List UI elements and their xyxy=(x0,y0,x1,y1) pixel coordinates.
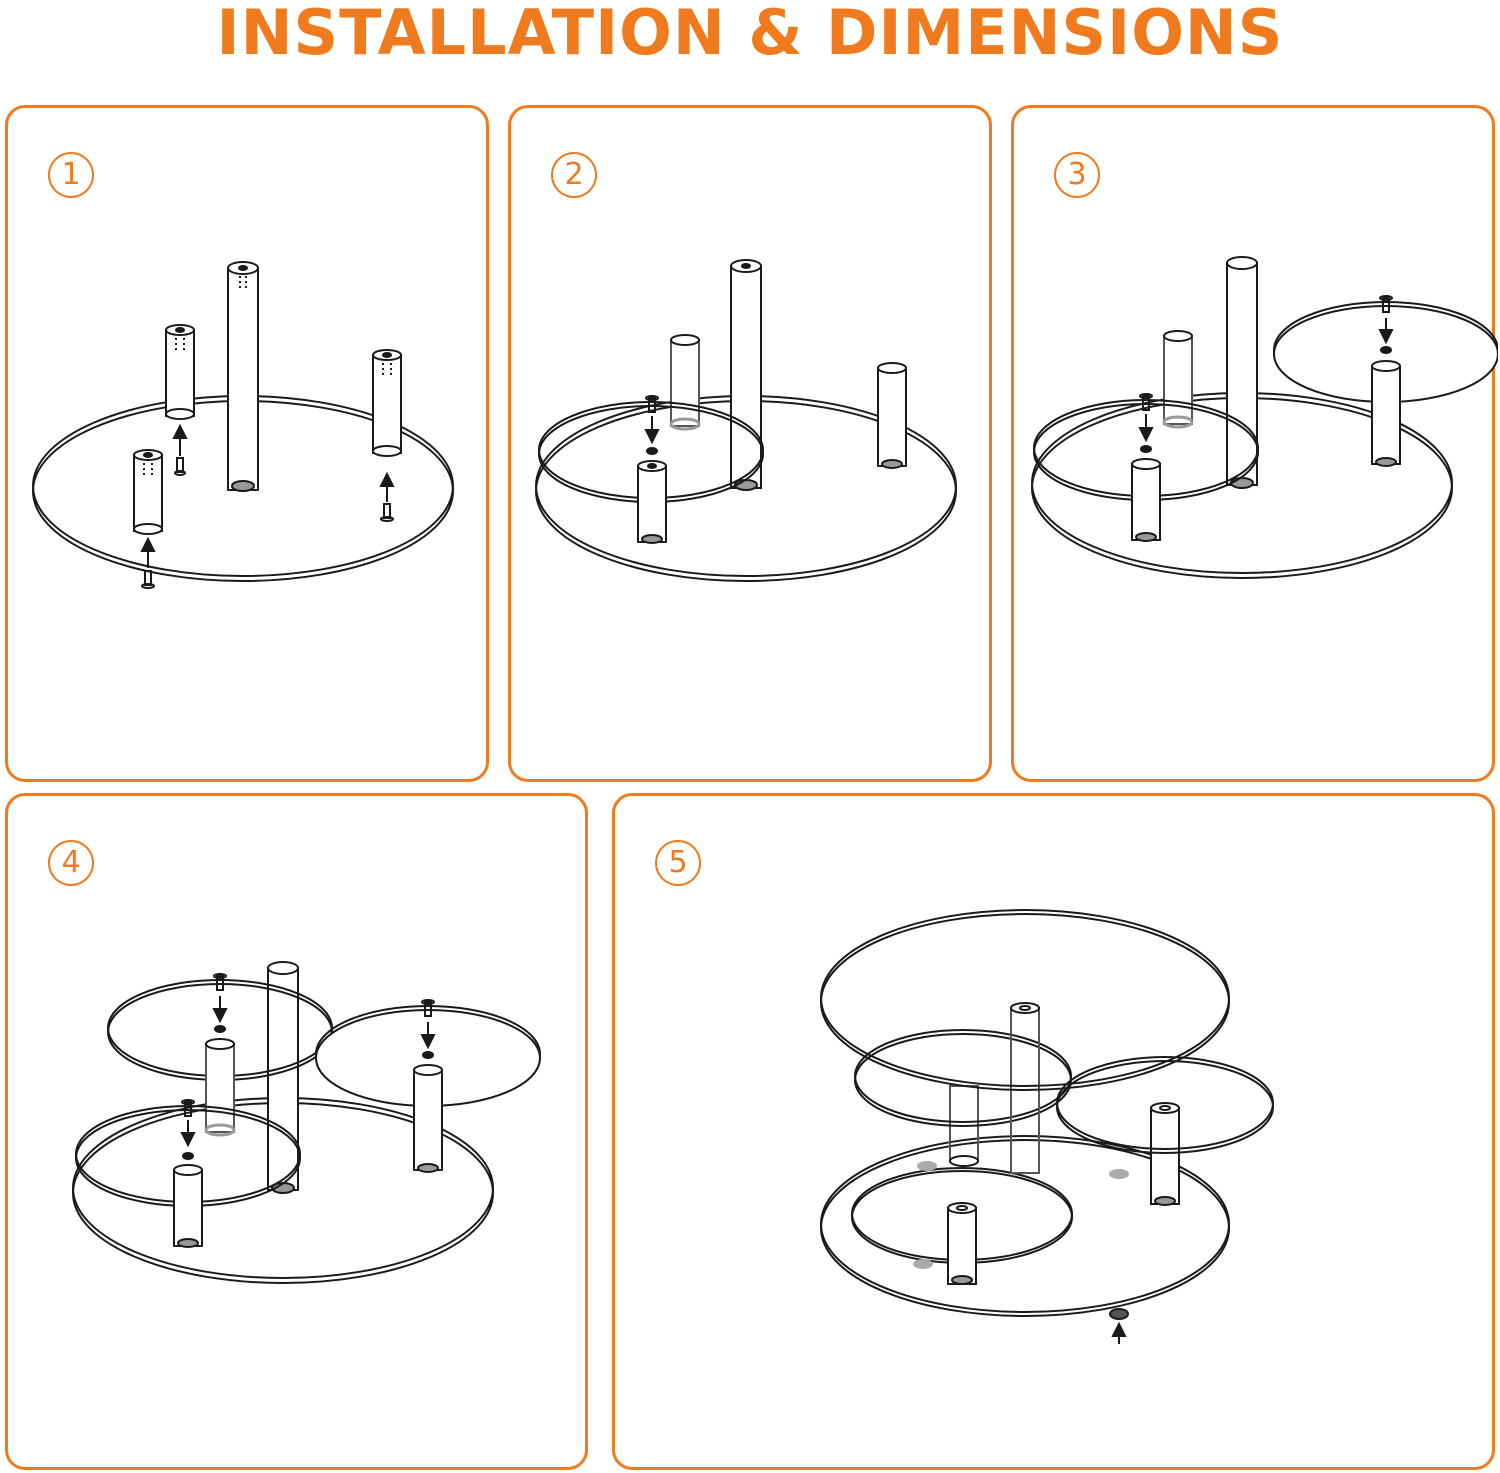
step-3-assembly-illustration-icon xyxy=(1031,256,1498,579)
step-5-badge: 5 xyxy=(655,840,701,886)
step-4-assembly-illustration-icon xyxy=(72,961,541,1284)
step-1-panel: 1 xyxy=(5,105,489,782)
step-3-badge: 3 xyxy=(1054,152,1100,198)
step-5-panel: 5 xyxy=(612,793,1495,1470)
step-1-badge: 1 xyxy=(48,152,94,198)
step-4-badge: 4 xyxy=(48,840,94,886)
step-5-assembly-illustration-icon xyxy=(820,909,1274,1344)
page-title: INSTALLATION & DIMENSIONS xyxy=(216,0,1284,69)
step-3-panel: 3 xyxy=(1011,105,1498,782)
step-2-badge: 2 xyxy=(551,152,597,198)
step-4-panel: 4 xyxy=(5,793,588,1470)
step-1-assembly-illustration-icon xyxy=(32,261,454,589)
step-2-panel: 2 xyxy=(508,105,992,782)
step-2-assembly-illustration-icon xyxy=(535,259,957,582)
